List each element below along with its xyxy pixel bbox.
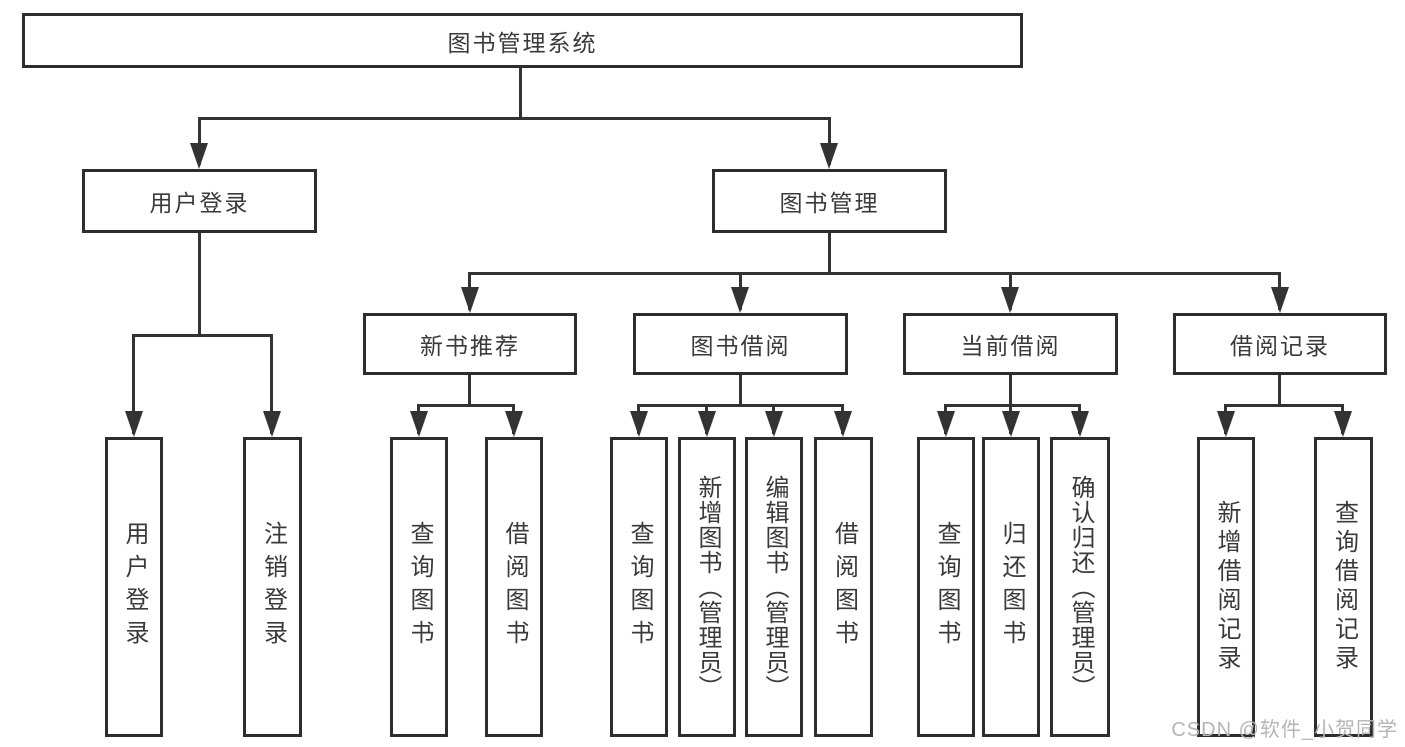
connector-vline — [828, 117, 831, 165]
connector-vline — [198, 231, 201, 337]
connector-hline — [944, 404, 1081, 407]
node-new-book-recommend: 新书推荐 — [363, 313, 577, 375]
connector-vline — [1009, 373, 1012, 407]
connector-hline — [637, 404, 844, 407]
connector-vline — [519, 66, 522, 120]
arrowhead-down-icon — [190, 143, 208, 169]
leaf-newbook-query-book: 查询图书 — [390, 437, 448, 737]
arrowhead-down-icon — [937, 411, 955, 437]
arrowhead-down-icon — [125, 411, 143, 437]
arrowhead-down-icon — [731, 287, 749, 313]
leaf-borrow-query-book: 查询图书 — [610, 437, 668, 737]
node-user-login: 用户登录 — [82, 169, 317, 233]
leaf-borrow-edit-book: 编辑图书（管理员） — [745, 437, 803, 737]
arrowhead-down-icon — [1001, 287, 1019, 313]
leaf-current-query-book: 查询图书 — [917, 437, 975, 737]
leaf-user-login: 用户登录 — [105, 437, 163, 737]
connector-hline — [198, 117, 831, 120]
node-book-management: 图书管理 — [712, 169, 947, 233]
leaf-record-add-record: 新增借阅记录 — [1197, 437, 1255, 737]
arrowhead-down-icon — [461, 287, 479, 313]
arrowhead-down-icon — [505, 411, 523, 437]
leaf-borrow-add-book: 新增图书（管理员） — [678, 437, 736, 737]
leaf-borrow-borrow-book: 借阅图书 — [814, 437, 873, 737]
leaf-newbook-borrow-book: 借阅图书 — [485, 437, 543, 737]
connector-vline — [1278, 373, 1281, 407]
arrowhead-down-icon — [765, 411, 783, 437]
arrowhead-down-icon — [630, 411, 648, 437]
connector-vline — [132, 334, 135, 434]
watermark: CSDN @软件_小贺同学 — [1171, 719, 1398, 741]
connector-vline — [828, 231, 831, 275]
connector-vline — [270, 334, 273, 434]
arrowhead-down-icon — [1002, 411, 1020, 437]
node-current-borrow: 当前借阅 — [903, 313, 1118, 375]
connector-hline — [1224, 404, 1344, 407]
arrowhead-down-icon — [834, 411, 852, 437]
leaf-current-confirm-return: 确认归还（管理员） — [1050, 437, 1110, 737]
connector-vline — [739, 373, 742, 407]
connector-hline — [417, 404, 515, 407]
connector-vline — [468, 373, 471, 407]
node-root: 图书管理系统 — [22, 13, 1023, 68]
node-book-borrow: 图书借阅 — [633, 313, 848, 375]
node-borrow-record: 借阅记录 — [1173, 313, 1387, 375]
connector-vline — [198, 117, 201, 165]
arrowhead-down-icon — [1217, 411, 1235, 437]
leaf-logout: 注销登录 — [243, 437, 302, 737]
arrowhead-down-icon — [820, 143, 838, 169]
arrowhead-down-icon — [1071, 411, 1089, 437]
arrowhead-down-icon — [1271, 287, 1289, 313]
leaf-record-query-record: 查询借阅记录 — [1314, 437, 1373, 737]
leaf-current-return-book: 归还图书 — [982, 437, 1040, 737]
connector-hline — [468, 272, 1281, 275]
arrowhead-down-icon — [410, 411, 428, 437]
arrowhead-down-icon — [698, 411, 716, 437]
connector-hline — [132, 334, 273, 337]
arrowhead-down-icon — [263, 411, 281, 437]
arrowhead-down-icon — [1334, 411, 1352, 437]
